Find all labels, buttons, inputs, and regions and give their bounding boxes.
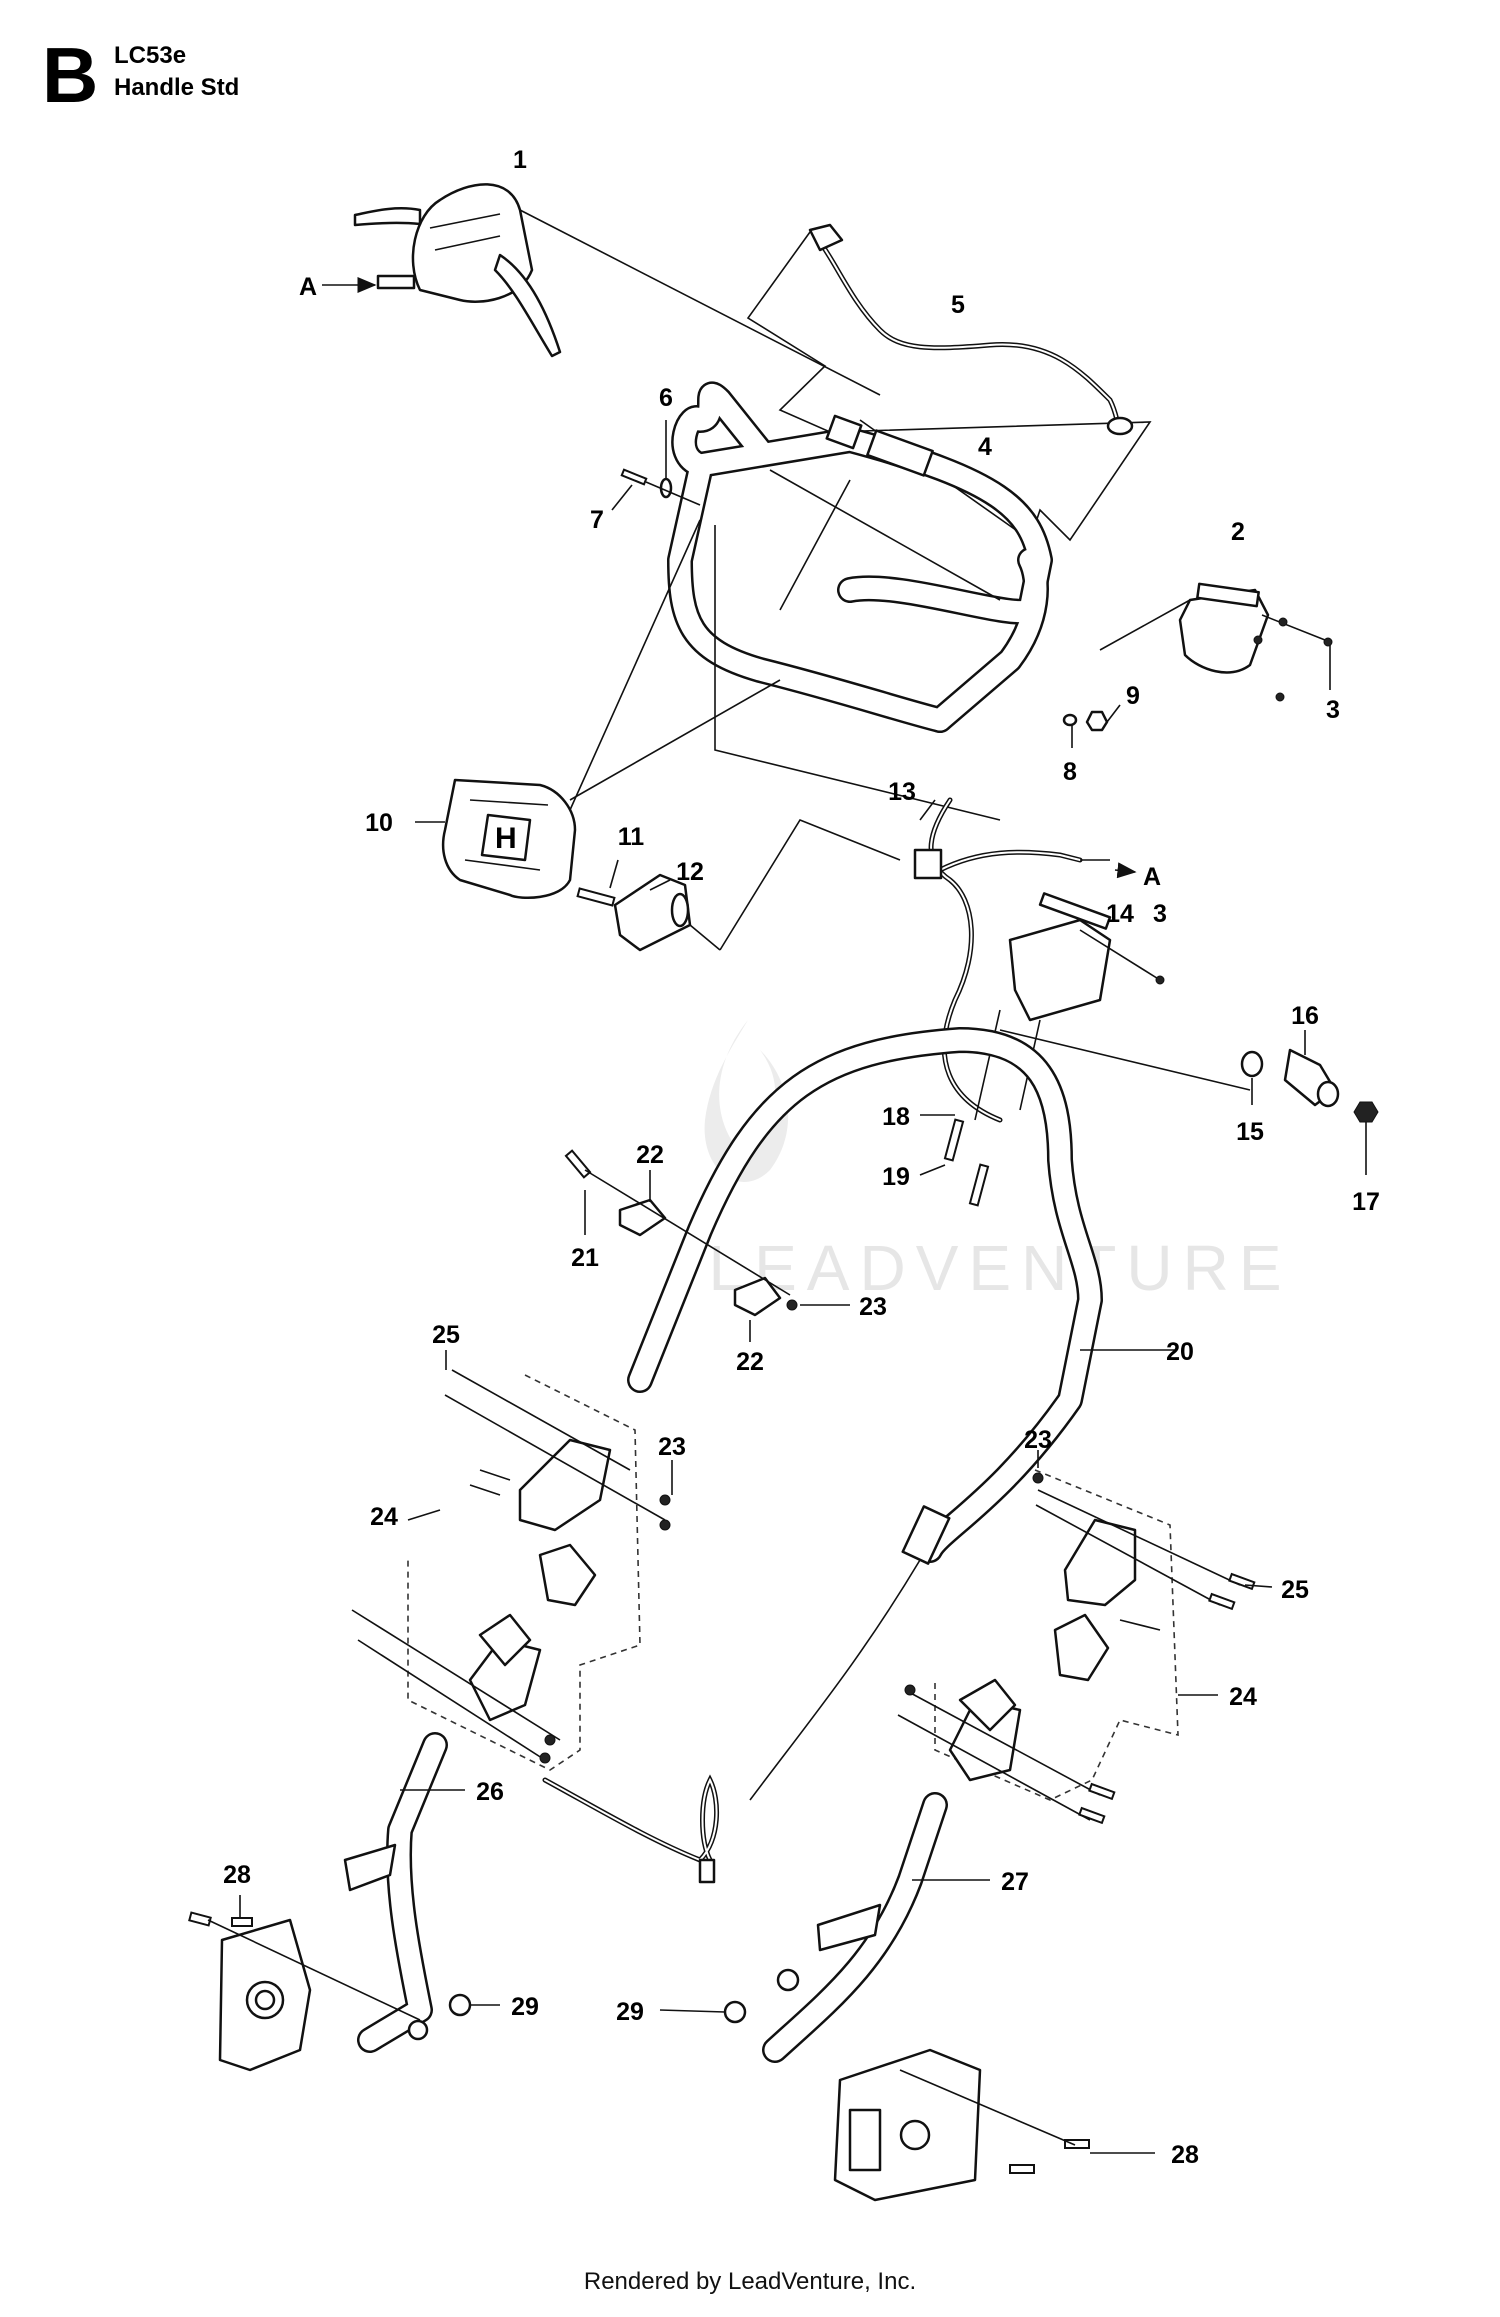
callout-6: 6 xyxy=(659,384,673,412)
part-4-upper-handle[interactable] xyxy=(667,381,1053,733)
handle-guide-lines xyxy=(569,469,1001,821)
callout-9: 9 xyxy=(1126,682,1140,710)
section-letter: B xyxy=(42,31,99,119)
svg-text:H: H xyxy=(495,822,517,855)
callout-17: 17 xyxy=(1352,1188,1380,1216)
callout-28-right: 28 xyxy=(1171,2141,1199,2169)
callout-23-right: 23 xyxy=(1024,1426,1052,1454)
callout-14: 14 xyxy=(1106,900,1134,928)
section-title: Handle Std xyxy=(114,74,240,101)
callout-12: 12 xyxy=(676,858,704,886)
watermark: LEADVENTURE xyxy=(704,1020,1292,1304)
cable-bracket-outline xyxy=(746,231,1152,542)
callout-16: 16 xyxy=(1291,1002,1319,1030)
part-5-cable xyxy=(808,223,1134,436)
callout-21: 21 xyxy=(571,1244,599,1272)
callout-24-left: 24 xyxy=(370,1503,398,1531)
part-24-right-quick-release[interactable] xyxy=(897,1450,1273,1825)
part-27-right-lower-bracket[interactable] xyxy=(659,1792,1155,2202)
callout-13: 13 xyxy=(888,778,916,806)
callout-22-lower: 22 xyxy=(736,1348,764,1376)
callout-27: 27 xyxy=(1001,1868,1029,1896)
part-10-handle-cover[interactable]: H xyxy=(415,679,781,900)
arrow-label-a-right: A xyxy=(1143,863,1161,891)
arrow-label-a-left: A xyxy=(299,273,317,301)
part-8-9-washer-nut xyxy=(1062,704,1121,748)
callout-labels: 1 2 3 3 4 5 6 7 8 9 10 11 12 13 14 15 16… xyxy=(223,146,1380,2169)
callout-3-upper: 3 xyxy=(1326,696,1340,724)
cable-lower xyxy=(542,1774,720,1884)
callout-7: 7 xyxy=(590,506,604,534)
callout-29-left: 29 xyxy=(511,1993,539,2021)
callout-29-right: 29 xyxy=(616,1998,644,2026)
callout-10: 10 xyxy=(365,809,393,837)
part-21-22-23-clips[interactable] xyxy=(564,1149,850,1342)
callout-15: 15 xyxy=(1236,1118,1264,1146)
model-name: LC53e xyxy=(114,42,187,69)
watermark-text: LEADVENTURE xyxy=(709,1232,1292,1304)
part-11-12-clip[interactable] xyxy=(576,819,901,952)
part-20-lower-handle[interactable] xyxy=(627,1027,1175,1801)
callout-19: 19 xyxy=(882,1163,910,1191)
part-3-screw-upper xyxy=(1253,614,1333,702)
part-26-left-lower-bracket[interactable] xyxy=(188,1732,500,2072)
part-13-14-cable-bracket[interactable] xyxy=(913,797,1251,1123)
part-15-16-17-knob[interactable] xyxy=(1240,1030,1379,1175)
part-2-bracket[interactable] xyxy=(1099,582,1270,674)
callout-25-right: 25 xyxy=(1281,1576,1309,1604)
callout-1: 1 xyxy=(513,146,527,174)
callout-18: 18 xyxy=(882,1103,910,1131)
part-18-19-bolts xyxy=(919,1114,990,1207)
callout-26: 26 xyxy=(476,1778,504,1806)
callout-23-middle: 23 xyxy=(859,1293,887,1321)
footer-credit: Rendered by LeadVenture, Inc. xyxy=(583,2268,917,2295)
callout-4: 4 xyxy=(978,433,992,461)
callout-23-left: 23 xyxy=(658,1433,686,1461)
callout-5: 5 xyxy=(951,291,965,319)
callout-22-upper: 22 xyxy=(636,1141,664,1169)
callout-3-lower: 3 xyxy=(1153,900,1167,928)
callout-25-left: 25 xyxy=(432,1321,460,1349)
callout-2: 2 xyxy=(1231,518,1245,546)
callout-24-right: 24 xyxy=(1229,1683,1257,1711)
callout-28-left: 28 xyxy=(223,1861,251,1889)
part-24-left-quick-release[interactable] xyxy=(351,1350,673,1771)
part-6-7-screw-washer xyxy=(611,420,701,511)
callout-8: 8 xyxy=(1063,758,1077,786)
callout-11: 11 xyxy=(618,823,645,851)
part-1-control-lever[interactable] xyxy=(353,183,881,396)
callout-20: 20 xyxy=(1166,1338,1194,1366)
